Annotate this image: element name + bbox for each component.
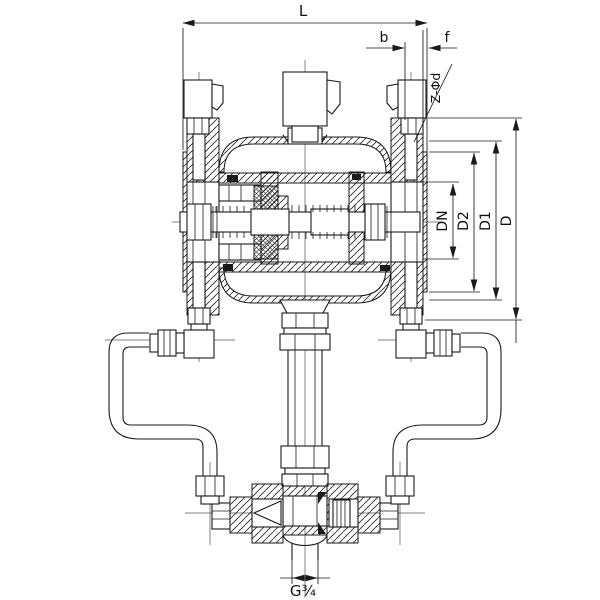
top-bolts <box>183 71 427 143</box>
diaphragm-mechanism <box>179 171 421 265</box>
pipe-end-fittings <box>195 475 415 505</box>
dim-label-flange-outer-diameter: D <box>499 216 515 227</box>
dim-label-raised-face-diameter: D2 <box>456 211 472 231</box>
dim-label-nominal-diameter: DN <box>435 210 451 231</box>
dim-label-bolt-holes: Z-Φd <box>428 73 443 104</box>
center-pipe-stack <box>279 312 331 487</box>
dim-label-flange-thickness: b <box>380 30 389 46</box>
dim-label-raised-face-height: f <box>445 30 451 46</box>
dim-label-bottom-thread: G¾ <box>290 582 317 600</box>
dim-label-overall-length: L <box>299 2 308 20</box>
flange-elbow-fittings <box>149 307 461 359</box>
bottom-dome-cover <box>218 267 392 314</box>
dimension-lines <box>182 19 522 584</box>
impulse-pipes <box>108 332 502 476</box>
dim-label-bolt-circle-diameter: D1 <box>478 211 494 231</box>
dimension-labels: L b f Z-Φd DN D2 D1 D G¾ <box>290 2 515 600</box>
pilot-valve-assembly <box>211 483 399 560</box>
